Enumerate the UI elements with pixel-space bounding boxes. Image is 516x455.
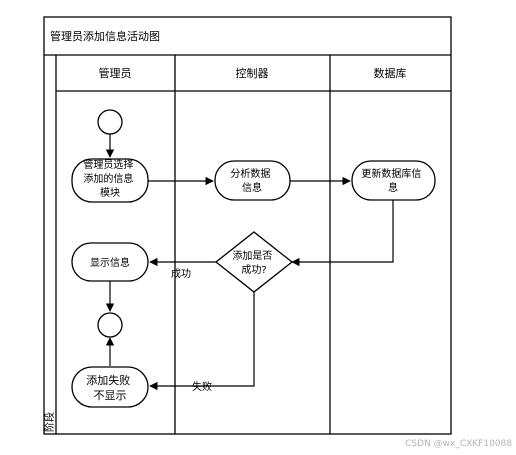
activity-show-info-label: 显示信息 [90, 256, 130, 269]
diagram-title: 管理员添加信息活动图 [50, 29, 160, 43]
activity-add-fail-label: 添加失败 不显示 [86, 373, 134, 402]
activity-update-database-label: 更新数据库信 息 [361, 167, 424, 194]
activity-select-module-label: 管理员选择 添加的信息 模块 [83, 158, 136, 199]
activity-analyze-data [214, 160, 291, 201]
activity-select-module [71, 158, 149, 203]
activity-add-fail [71, 366, 149, 408]
edge-label-success: 成功 [171, 268, 191, 280]
decision-add-success-label: 添加是否 成功? [232, 249, 275, 276]
lane-title-database: 数据库 [374, 66, 407, 80]
activity-show-info [71, 242, 149, 282]
flow-decision-to-fail [149, 292, 255, 391]
diagram-frame [43, 16, 452, 435]
decision-add-success [214, 231, 294, 293]
stage-label: 阶段 [43, 412, 56, 432]
watermark: CSDN @wx_CXKF10088 [405, 439, 512, 449]
start-node [97, 109, 123, 135]
lane-title-admin: 管理员 [99, 66, 132, 80]
flow-update-to-decision [291, 200, 394, 267]
lane-title-controller: 控制器 [236, 66, 269, 80]
activity-update-database [351, 160, 436, 201]
edge-label-fail: 失败 [192, 380, 212, 393]
merge-node [97, 312, 123, 338]
activity-analyze-data-label: 分析数据 信息 [230, 167, 273, 194]
